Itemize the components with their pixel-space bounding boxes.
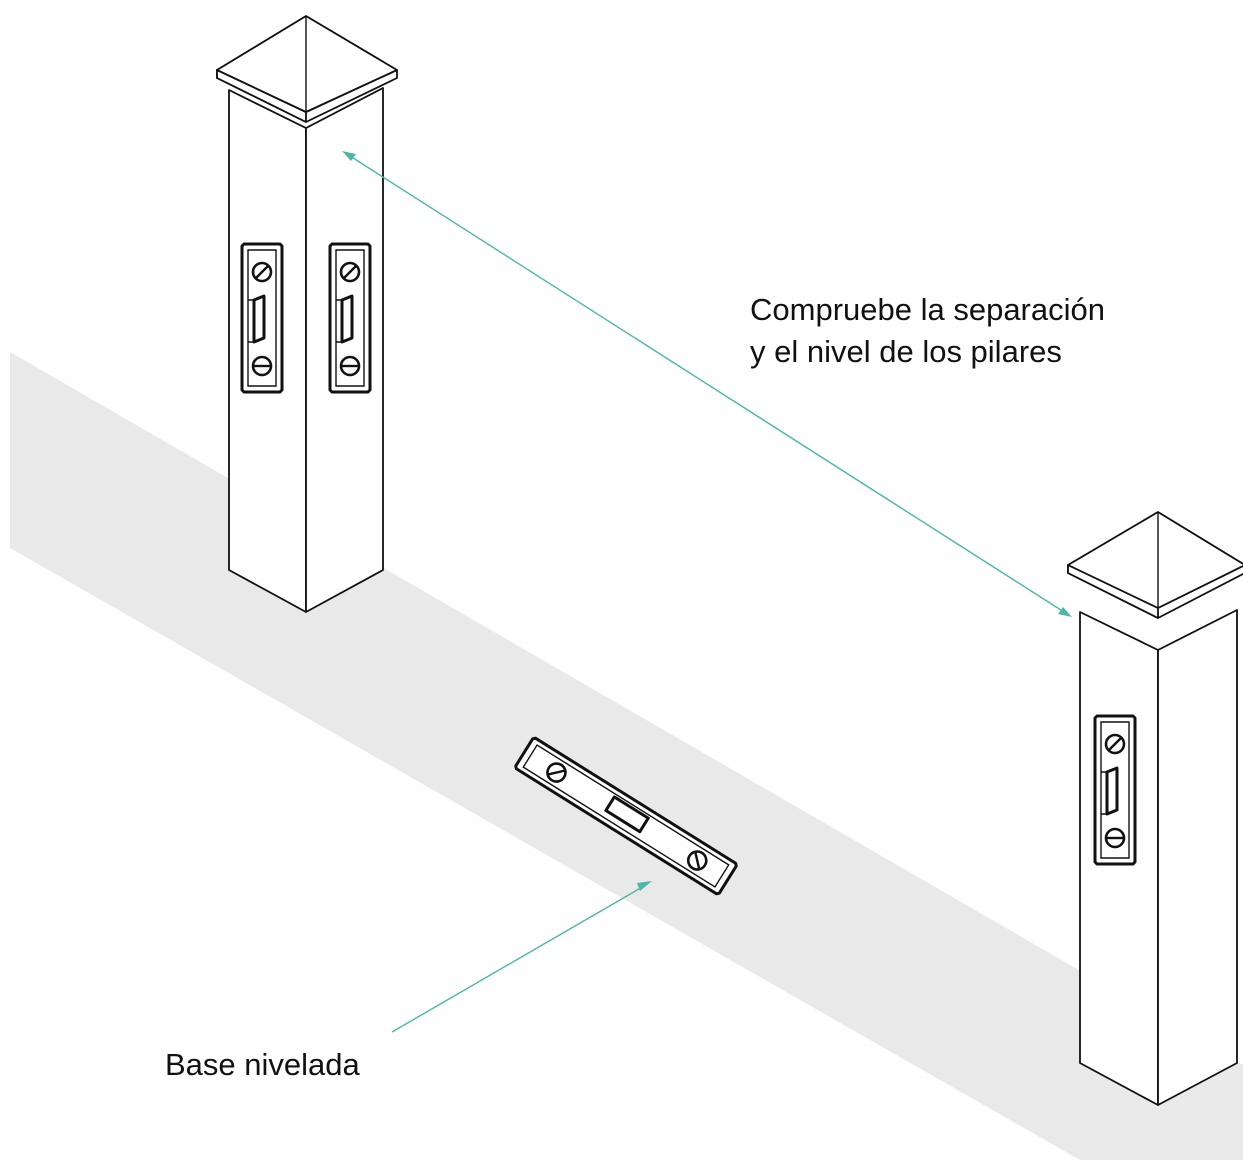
post-right: [1067, 511, 1243, 1106]
spacing-callout-line2: y el nivel de los pilares: [750, 334, 1062, 369]
base-arrow: [391, 881, 652, 1033]
ground-strip: [10, 352, 1243, 1160]
spirit-level-right-face: [328, 242, 372, 394]
spirit-level-ground: [514, 736, 738, 896]
spirit-level-right-post: [1093, 714, 1137, 866]
spacing-callout: Compruebe la separación y el nivel de lo…: [750, 289, 1105, 373]
post-left: [216, 15, 398, 613]
base-callout: Base nivelada: [165, 1047, 360, 1082]
spacing-callout-line1: Compruebe la separación: [750, 292, 1105, 327]
spirit-level-left-face: [240, 242, 284, 394]
spacing-arrow: [342, 151, 1072, 617]
